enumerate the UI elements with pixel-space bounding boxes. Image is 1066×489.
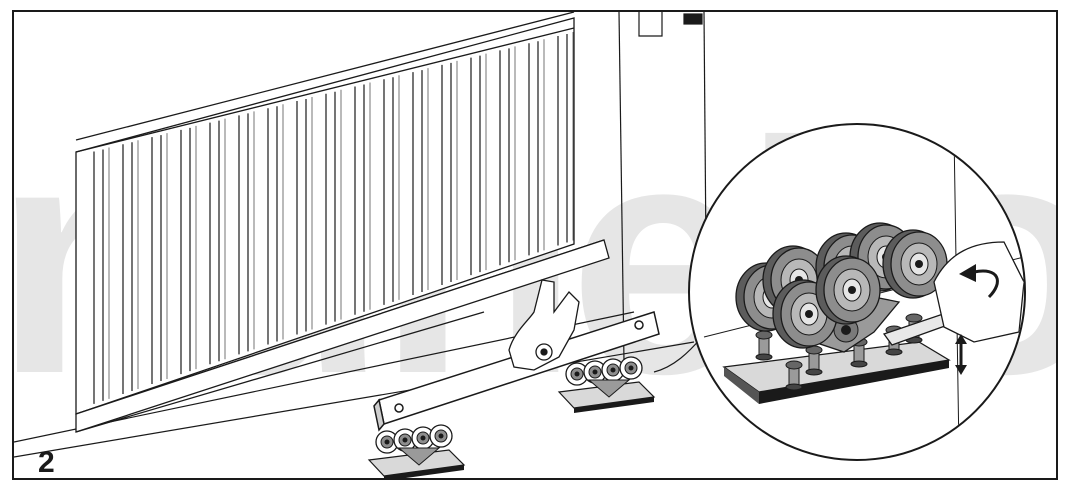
roller-wheel bbox=[619, 356, 643, 380]
gate-bar bbox=[122, 140, 139, 394]
gate-bar bbox=[412, 68, 429, 295]
gate-bar bbox=[93, 147, 110, 404]
gate-bar bbox=[267, 104, 284, 345]
instruction-panel: nunello bbox=[12, 10, 1058, 480]
gate-bar bbox=[180, 125, 197, 375]
adjustment-arrow-icon bbox=[955, 334, 967, 375]
gate-bar bbox=[470, 53, 487, 276]
hand-icon bbox=[508, 279, 580, 371]
installation-illustration: nunello bbox=[14, 12, 1056, 478]
hand-icon bbox=[933, 241, 1024, 343]
gate-bar bbox=[238, 111, 255, 355]
gate-bar bbox=[296, 96, 313, 335]
gate-bars bbox=[93, 31, 574, 404]
roller-wheel bbox=[429, 424, 453, 448]
gate-bar bbox=[383, 75, 400, 305]
gate-bar bbox=[557, 31, 574, 246]
gate-bar bbox=[528, 39, 545, 256]
gate-bar bbox=[499, 46, 516, 266]
gate-bar bbox=[151, 133, 168, 385]
roller-wheel bbox=[601, 358, 625, 382]
roller-wheel bbox=[411, 426, 435, 450]
bolt bbox=[755, 330, 773, 361]
roller-wheel bbox=[882, 229, 948, 299]
gate-bar bbox=[325, 89, 342, 325]
rotation-arrow-icon bbox=[973, 269, 999, 299]
gate-bar bbox=[441, 60, 458, 286]
bolt bbox=[805, 345, 823, 376]
bolt bbox=[785, 360, 803, 391]
step-number: 2 bbox=[38, 446, 55, 479]
roller-wheel bbox=[815, 255, 881, 325]
gate-bar bbox=[209, 118, 226, 365]
gate-illustration bbox=[75, 12, 610, 433]
gate-bar bbox=[354, 82, 371, 315]
roller-carriage-icon bbox=[367, 424, 466, 478]
roller-carriage-icon bbox=[557, 356, 656, 413]
magnifier-circle-icon bbox=[688, 123, 1026, 461]
